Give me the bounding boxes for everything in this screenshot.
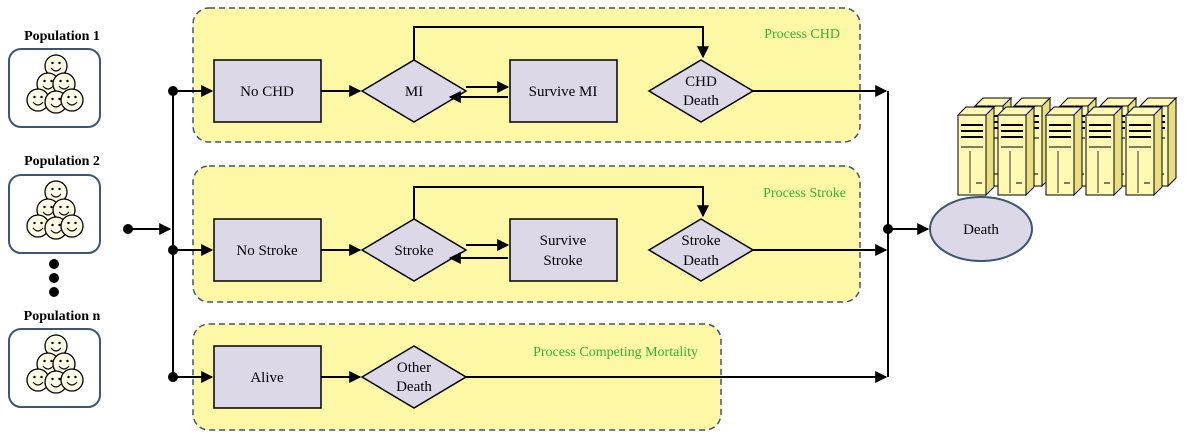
process-title-stroke: Process Stroke: [763, 186, 846, 201]
population-2-label: Population 2: [24, 154, 100, 169]
population-n-label: Population n: [24, 309, 101, 324]
process-title-chd: Process CHD: [764, 27, 840, 42]
state-survive-mi: [509, 59, 618, 123]
event-chd-death-label-2: Death: [683, 93, 719, 109]
state-survive-mi-label: Survive MI: [529, 84, 598, 100]
server-icon: [1085, 106, 1123, 196]
state-no-stroke-label: No Stroke: [236, 243, 298, 259]
event-stroke-death-label-2: Death: [683, 253, 719, 269]
state-alive-label: Alive: [250, 370, 284, 386]
event-stroke: [360, 218, 468, 282]
state-no-chd-label: No CHD: [240, 84, 294, 100]
ellipsis-dots: [49, 259, 59, 297]
death-node-label: Death: [963, 222, 999, 238]
state-survive-stroke: [509, 218, 618, 282]
state-survive-stroke-label-1: Survive: [540, 233, 587, 249]
state-no-stroke: [213, 218, 322, 282]
server-icon: [957, 106, 995, 196]
state-survive-stroke-label-2: Stroke: [543, 253, 583, 269]
server-icon: [997, 106, 1035, 196]
death-node: [929, 196, 1033, 262]
population-1-label: Population 1: [24, 29, 100, 44]
event-stroke-death-label-1: Stroke: [681, 233, 721, 249]
event-mi-label: MI: [405, 84, 423, 100]
event-chd-death-label-1: CHD: [685, 74, 717, 90]
event-other-death-label-1: Other: [397, 360, 431, 376]
event-stroke-label: Stroke: [394, 243, 434, 259]
server-icon: [1125, 106, 1163, 196]
event-other-death-label-2: Death: [396, 379, 432, 395]
event-mi: [360, 59, 468, 123]
state-alive: [213, 345, 322, 409]
server-icon: [1045, 106, 1083, 196]
process-title-competing-mortality: Process Competing Mortality: [533, 345, 698, 360]
